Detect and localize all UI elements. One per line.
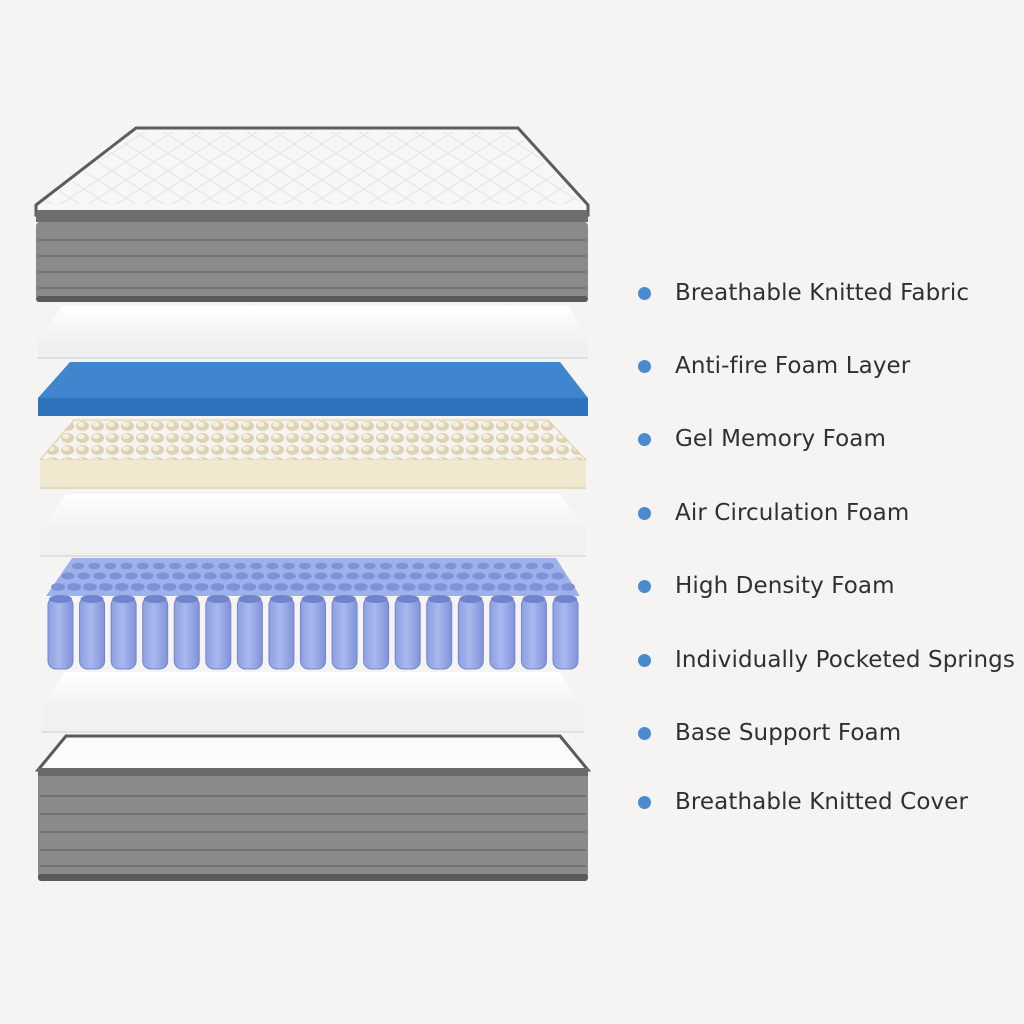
bullet-dot-icon — [638, 653, 651, 667]
legend-label: Anti-fire Foam Layer — [675, 353, 911, 379]
base-cover-icon — [34, 734, 592, 881]
legend-item: High Density Foam — [638, 570, 895, 602]
egg-crate-foam-layer-icon — [38, 419, 588, 489]
legend-label: Base Support Foam — [675, 720, 902, 746]
white-foam-layer-icon — [38, 306, 588, 359]
legend-item: Air Circulation Foam — [638, 497, 909, 529]
legend-label: Individually Pocketed Springs — [675, 647, 1015, 673]
bullet-dot-icon — [638, 506, 651, 520]
white-foam-layer-icon — [40, 494, 586, 557]
legend-label: High Density Foam — [675, 573, 895, 599]
bullet-dot-icon — [638, 726, 651, 740]
legend-label: Breathable Knitted Cover — [675, 789, 969, 815]
white-foam-layer-icon — [42, 672, 584, 733]
legend-item: Breathable Knitted Fabric — [638, 277, 969, 309]
legend-label: Air Circulation Foam — [675, 500, 910, 526]
bullet-dot-icon — [638, 359, 651, 373]
legend-item: Base Support Foam — [638, 717, 901, 749]
mattress-exploded-view — [34, 126, 592, 881]
blue-gel-foam-layer-icon — [38, 362, 588, 416]
legend-item: Individually Pocketed Springs — [638, 644, 1015, 676]
pocketed-springs-layer-icon — [46, 558, 580, 670]
legend-label: Gel Memory Foam — [675, 426, 887, 452]
bullet-dot-icon — [638, 579, 651, 593]
bullet-dot-icon — [638, 286, 651, 300]
bullet-dot-icon — [638, 795, 651, 809]
bullet-dot-icon — [638, 432, 651, 446]
layer-legend: Breathable Knitted Fabric Anti-fire Foam… — [620, 0, 1024, 1024]
legend-item: Breathable Knitted Cover — [638, 786, 968, 818]
quilted-top-cover-icon — [34, 126, 590, 302]
legend-item: Anti-fire Foam Layer — [638, 350, 910, 382]
legend-item: Gel Memory Foam — [638, 423, 886, 455]
legend-label: Breathable Knitted Fabric — [675, 280, 970, 306]
